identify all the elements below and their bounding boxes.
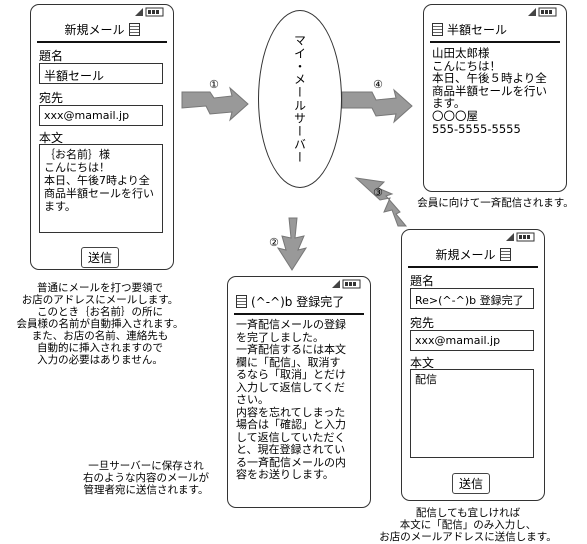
divider <box>430 41 560 43</box>
arrow-3 <box>354 177 408 227</box>
step-number-1: ① <box>209 78 219 91</box>
caption-step2: 一旦サーバーに保存され 右のような内容のメールが 管理者宛に送信されます。 <box>83 460 209 496</box>
caption-step3: 配信しても宜しければ 本文に「配信」のみ入力し、 お店のメールアドレスに送信しま… <box>379 507 557 543</box>
phone-reply-mail: 新規メール 題名 Re>(^-^)b 登録完了 宛先 xxx@mamail.jp… <box>401 229 545 501</box>
phone2-message: 一斉配信メールの登録 を完了しました。 一斉配信するには本文 欄に「配信」、取消… <box>236 318 346 481</box>
send-button[interactable]: 送信 <box>81 247 120 268</box>
phone3-header: 新規メール <box>402 244 544 264</box>
body-label: 本文 <box>410 356 435 370</box>
phone-new-mail: 新規メール 題名 半額セール 宛先 xxx@mamail.jp 本文 ｛お名前｝… <box>30 4 174 270</box>
arrow-4 <box>341 88 413 124</box>
signal-battery-icon <box>506 232 535 242</box>
server-label: マイ・メールサーバー <box>292 34 307 164</box>
mail-icon <box>128 22 140 36</box>
caption-step4: 会員に向けて一斉配信されます。 <box>417 197 574 209</box>
phone4-title: 半額セール <box>447 22 508 37</box>
body-field[interactable]: 配信 <box>410 369 534 458</box>
signal-battery-icon <box>332 279 361 289</box>
mail-server: マイ・メールサーバー <box>258 10 342 188</box>
phone3-title: 新規メール <box>435 247 496 262</box>
phone-broadcast-mail: 半額セール 山田太郎様 こんにちは！ 本日、午後５時より全 商品半額セールを行い… <box>423 4 567 192</box>
subject-label: 題名 <box>410 274 435 288</box>
divider <box>234 313 364 315</box>
caption-step1: 普通にメールを打つ要領で お店のアドレスにメールします。 このとき｛お名前｝の所… <box>16 282 184 366</box>
step-number-2: ② <box>269 236 279 249</box>
phone4-header: 半額セール <box>432 19 566 39</box>
step-number-4: ④ <box>373 78 383 91</box>
step-number-3: ③ <box>373 186 383 199</box>
to-field[interactable]: xxx@mamail.jp <box>39 105 163 126</box>
phone2-title: (^-^)b 登録完了 <box>251 294 345 309</box>
signal-battery-icon <box>528 7 557 17</box>
arrow-1 <box>181 86 249 122</box>
phone4-message: 山田太郎様 こんにちは！ 本日、午後５時より全 商品半額セールを行い ます。 〇… <box>432 46 547 136</box>
mail-icon <box>432 22 443 36</box>
phone-registration-complete: (^-^)b 登録完了 一斉配信メールの登録 を完了しました。 一斉配信するには… <box>227 276 371 508</box>
divider <box>408 266 538 268</box>
signal-battery-icon <box>135 7 164 17</box>
arrow-2 <box>276 217 308 271</box>
to-label: 宛先 <box>39 91 64 105</box>
to-field[interactable]: xxx@mamail.jp <box>410 330 534 351</box>
body-field[interactable]: ｛お名前｝様 こんにちは！ 本日、午後7時より全 商品半額セールを行い ます。 <box>39 144 163 233</box>
phone1-header: 新規メール <box>31 19 173 39</box>
phone2-header: (^-^)b 登録完了 <box>236 291 370 311</box>
subject-label: 題名 <box>39 49 64 63</box>
phone1-title: 新規メール <box>64 22 125 37</box>
mail-icon <box>499 247 511 261</box>
subject-field[interactable]: 半額セール <box>39 63 163 84</box>
divider <box>37 41 167 43</box>
to-label: 宛先 <box>410 316 435 330</box>
send-button[interactable]: 送信 <box>452 473 491 494</box>
subject-field[interactable]: Re>(^-^)b 登録完了 <box>410 288 534 309</box>
body-label: 本文 <box>39 131 64 145</box>
mail-icon <box>236 294 247 308</box>
